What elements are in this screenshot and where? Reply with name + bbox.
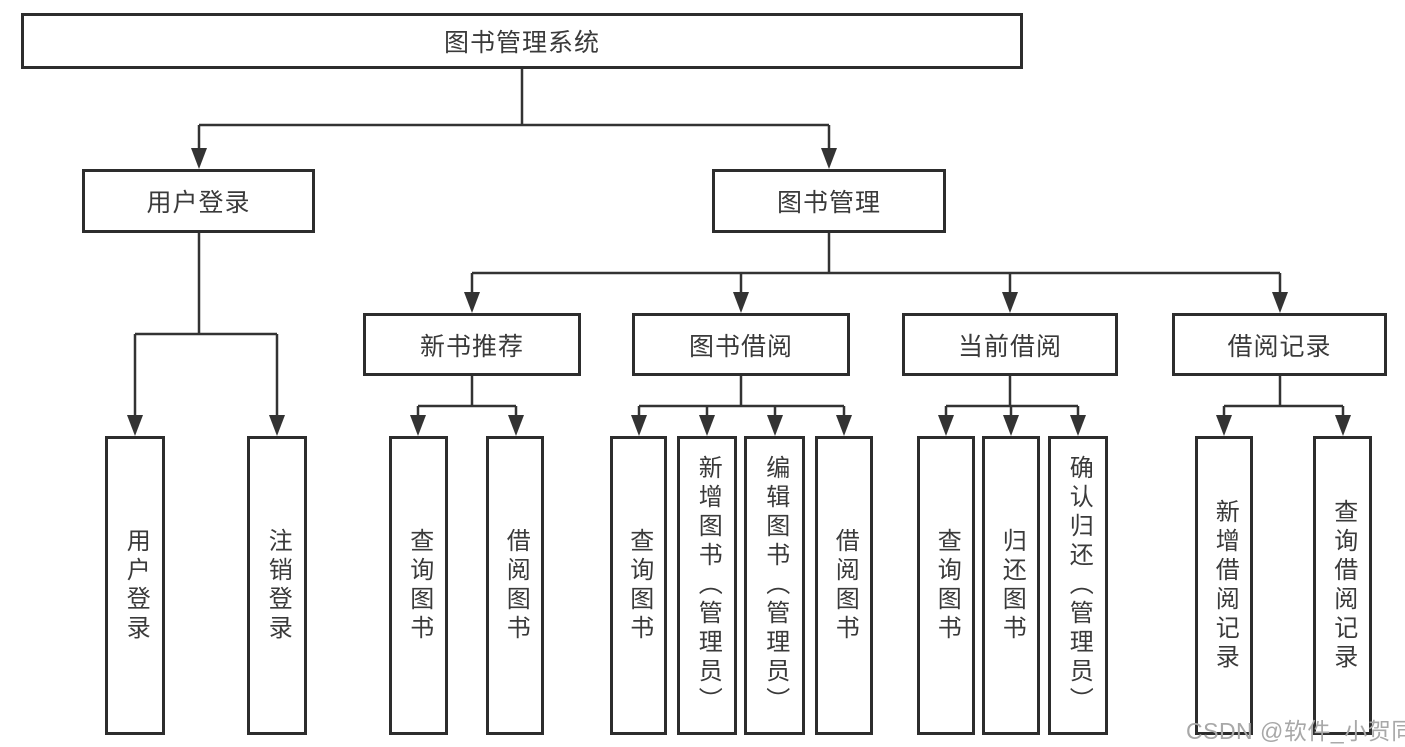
node-label: 当前借阅 xyxy=(957,332,1062,361)
arrow-down-icon xyxy=(1335,415,1351,436)
connector-root-to-level2 xyxy=(197,68,831,151)
arrow-down-icon xyxy=(767,415,783,436)
node-label: 用户登录 xyxy=(146,189,251,217)
arrow-down-icon xyxy=(1070,415,1086,436)
node-label: 查询图书 xyxy=(933,527,961,644)
arrow-down-icon xyxy=(631,415,647,436)
arrow-down-icon xyxy=(821,148,837,169)
node-library-system: 图书管理系统 xyxy=(21,13,1023,69)
arrow-down-icon xyxy=(1272,292,1288,313)
connector-currentborrow-to-leaves xyxy=(944,376,1080,417)
node-label: 确认归还（管理员） xyxy=(1065,455,1093,716)
leaf-borrow-books-2: 借阅图书 xyxy=(815,436,873,735)
node-current-borrow: 当前借阅 xyxy=(902,313,1118,376)
arrow-down-icon xyxy=(410,415,426,436)
csdn-watermark: CSDN @软件_小贺同学 xyxy=(1186,718,1405,744)
leaf-query-borrow-record: 查询借阅记录 xyxy=(1313,436,1372,735)
node-user-login: 用户登录 xyxy=(82,169,315,233)
arrow-down-icon xyxy=(1003,415,1019,436)
arrow-down-icon xyxy=(733,292,749,313)
arrow-down-icon xyxy=(1002,292,1018,313)
connector-records-to-leaves xyxy=(1222,376,1345,417)
leaf-edit-books-admin: 编辑图书（管理员） xyxy=(744,436,805,735)
node-label: 用户登录 xyxy=(122,527,150,644)
leaf-query-books-2: 查询图书 xyxy=(610,436,667,735)
arrow-down-icon xyxy=(127,415,143,436)
leaf-return-books: 归还图书 xyxy=(982,436,1040,735)
leaf-borrow-books-1: 借阅图书 xyxy=(486,436,544,735)
node-label: 图书管理 xyxy=(776,189,881,217)
node-label: 注销登录 xyxy=(264,527,292,644)
node-label: 查询图书 xyxy=(625,527,653,644)
node-book-management: 图书管理 xyxy=(712,169,946,233)
node-label: 借阅图书 xyxy=(502,527,530,644)
node-label: 新增图书（管理员） xyxy=(694,455,722,716)
leaf-logout: 注销登录 xyxy=(247,436,307,735)
node-label: 编辑图书（管理员） xyxy=(761,455,789,716)
arrow-down-icon xyxy=(1216,415,1232,436)
leaf-user-login: 用户登录 xyxy=(105,436,165,735)
node-new-book-recommend: 新书推荐 xyxy=(363,313,581,376)
leaf-add-borrow-record: 新增借阅记录 xyxy=(1195,436,1253,735)
leaf-confirm-return-admin: 确认归还（管理员） xyxy=(1048,436,1108,735)
arrow-down-icon xyxy=(464,292,480,313)
arrowheads xyxy=(127,148,1351,436)
leaf-add-books-admin: 新增图书（管理员） xyxy=(677,436,737,735)
leaf-query-books-1: 查询图书 xyxy=(389,436,448,735)
arrow-down-icon xyxy=(508,415,524,436)
node-label: 查询图书 xyxy=(405,527,433,644)
node-label: 借阅图书 xyxy=(831,527,859,644)
node-label: 新增借阅记录 xyxy=(1211,498,1239,673)
node-label: 图书管理系统 xyxy=(443,29,600,57)
arrow-down-icon xyxy=(191,148,207,169)
arrow-down-icon xyxy=(938,415,954,436)
arrow-down-icon xyxy=(269,415,285,436)
arrow-down-icon xyxy=(699,415,715,436)
connector-bookborrow-to-leaves xyxy=(637,376,846,417)
connector-userlogin-to-leaves xyxy=(133,233,279,417)
connector-bookmgmt-to-level3 xyxy=(470,233,1282,295)
leaf-query-books-3: 查询图书 xyxy=(917,436,975,735)
connector-newbook-to-leaves xyxy=(416,376,518,417)
node-label: 图书借阅 xyxy=(688,332,793,361)
node-book-borrow: 图书借阅 xyxy=(632,313,850,376)
node-label: 新书推荐 xyxy=(419,332,524,361)
arrow-down-icon xyxy=(836,415,852,436)
node-label: 归还图书 xyxy=(998,527,1026,644)
node-label: 查询借阅记录 xyxy=(1329,498,1357,673)
node-borrow-records: 借阅记录 xyxy=(1172,313,1387,376)
node-label: 借阅记录 xyxy=(1227,332,1332,361)
